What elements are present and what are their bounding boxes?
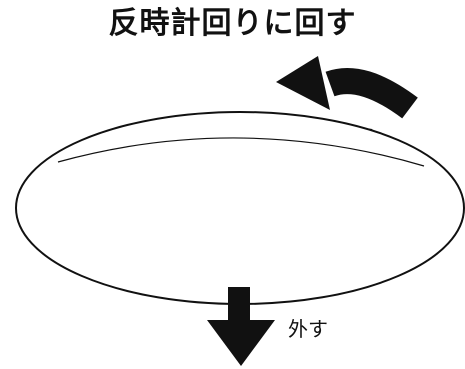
remove-label: 外す xyxy=(288,317,328,341)
counterclockwise-arrow-icon xyxy=(276,56,418,119)
light-cover-outline xyxy=(15,111,465,305)
down-arrow-icon xyxy=(207,287,275,366)
light-cover-inner-rim xyxy=(57,137,425,167)
instruction-title: 反時計回りに回す xyxy=(108,6,357,41)
